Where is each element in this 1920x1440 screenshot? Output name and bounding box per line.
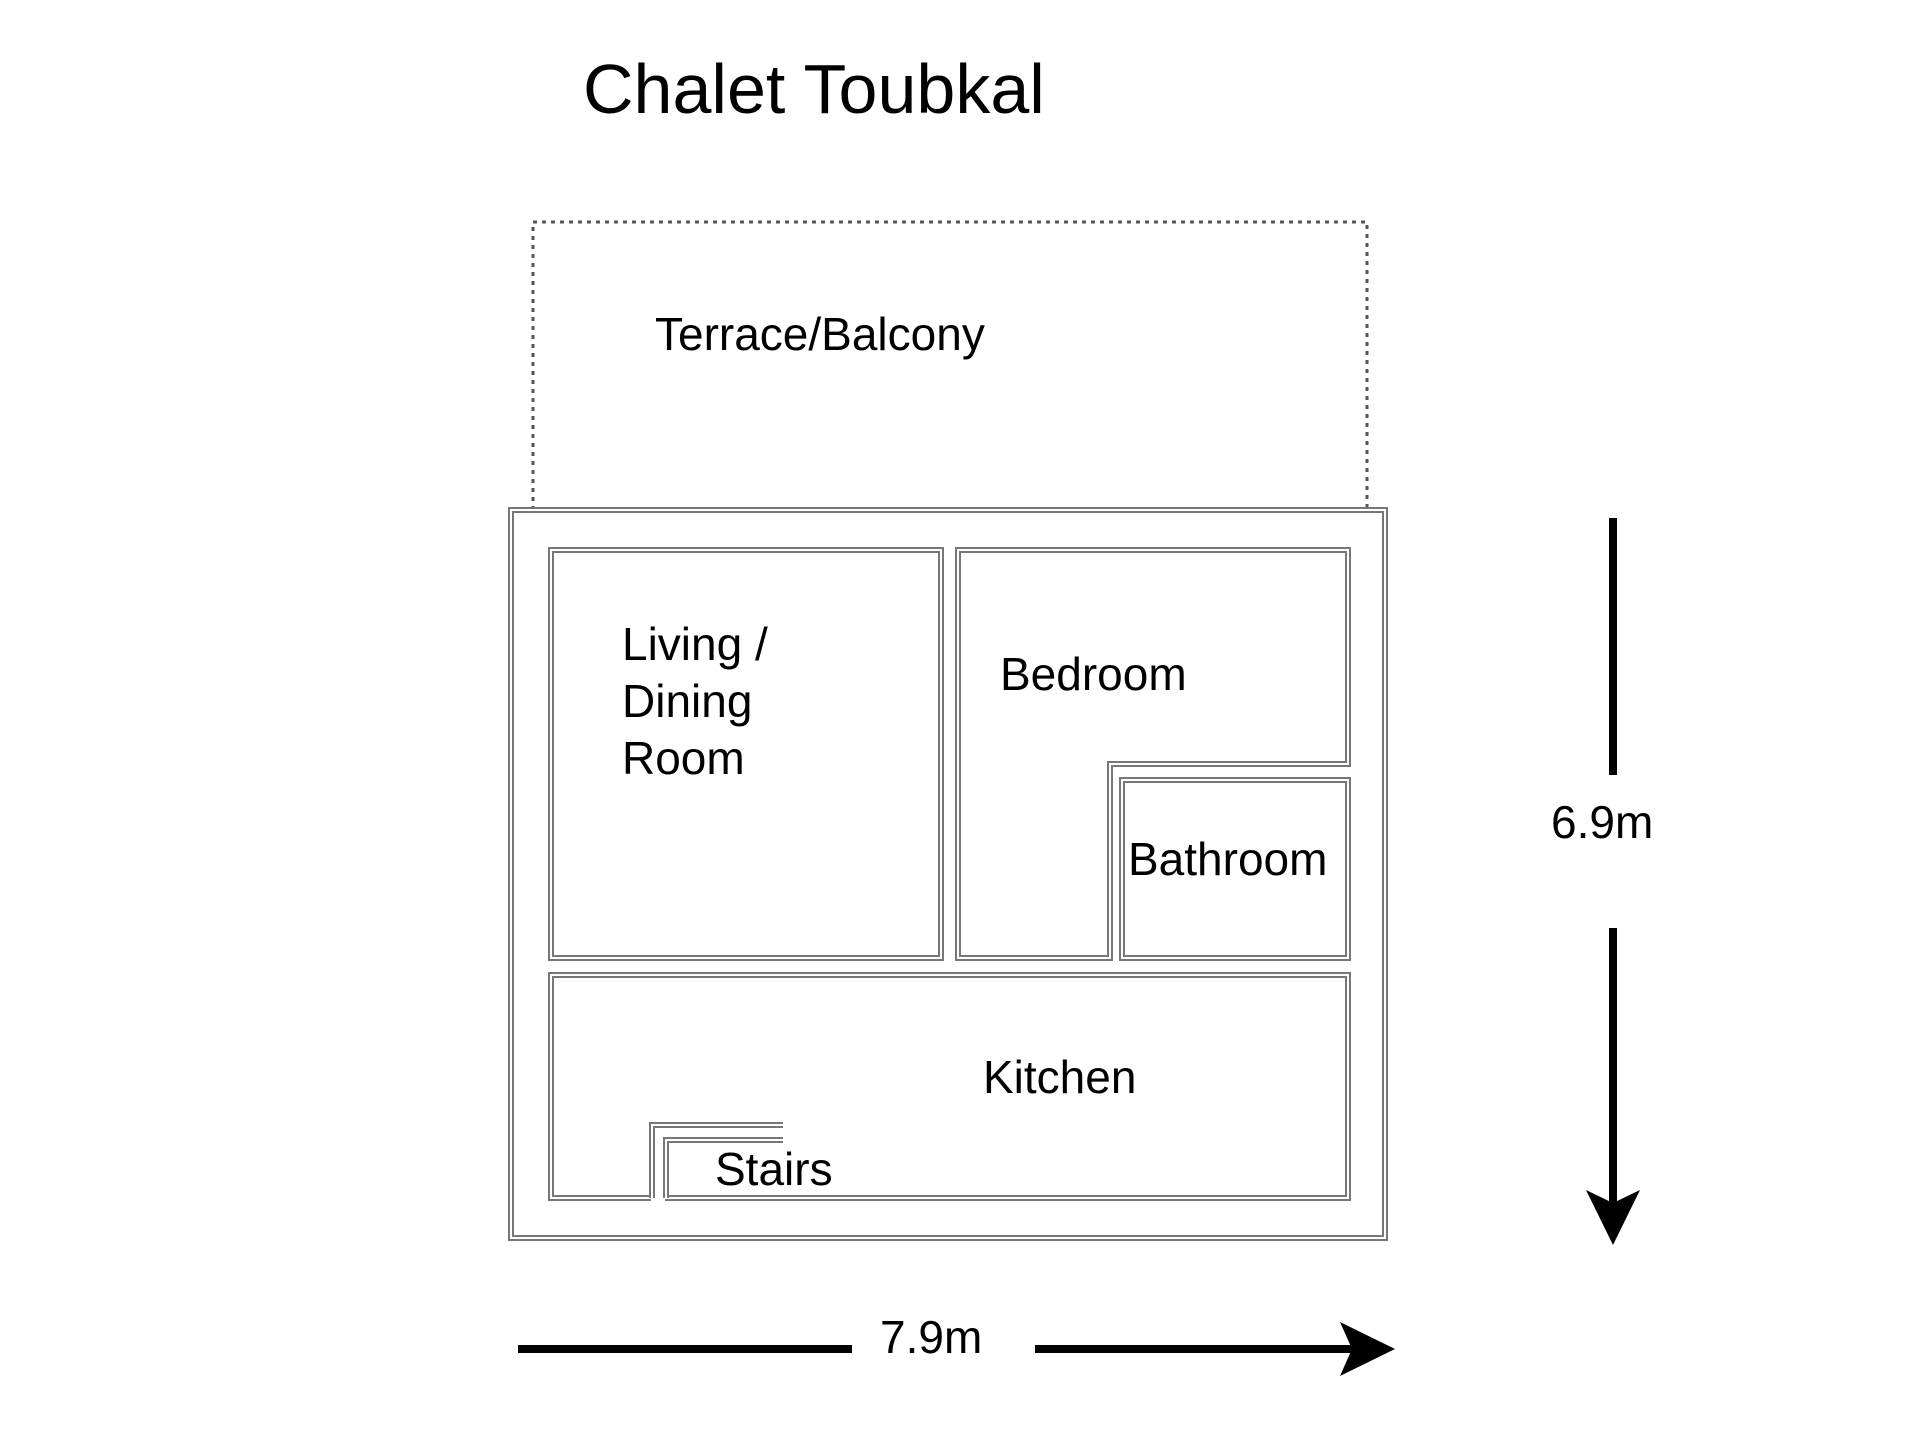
bedroom-label: Bedroom: [1000, 648, 1187, 700]
terrace-outline: [531, 220, 1369, 510]
height-dimension-label: 6.9m: [1551, 796, 1653, 848]
living-label-line-1: Living /: [622, 618, 768, 670]
width-dimension-arrow: [518, 1322, 1395, 1376]
kitchen-label: Kitchen: [983, 1051, 1136, 1103]
bathroom: [1119, 777, 1351, 961]
living-label-line-3: Room: [622, 732, 745, 784]
stairs: [649, 1122, 783, 1198]
bathroom-label: Bathroom: [1128, 833, 1327, 885]
terrace-label: Terrace/Balcony: [655, 308, 985, 360]
width-dimension-label: 7.9m: [880, 1311, 982, 1363]
kitchen: [548, 972, 1351, 1201]
living-room-label: Living / Dining Room: [622, 618, 781, 784]
living-dining-room: [548, 547, 944, 961]
stairs-label: Stairs: [715, 1143, 833, 1195]
living-label-line-2: Dining: [622, 675, 752, 727]
plan-title: Chalet Toubkal: [583, 50, 1045, 128]
bedroom: [955, 547, 1351, 961]
height-dimension-arrow: [1586, 518, 1640, 1245]
